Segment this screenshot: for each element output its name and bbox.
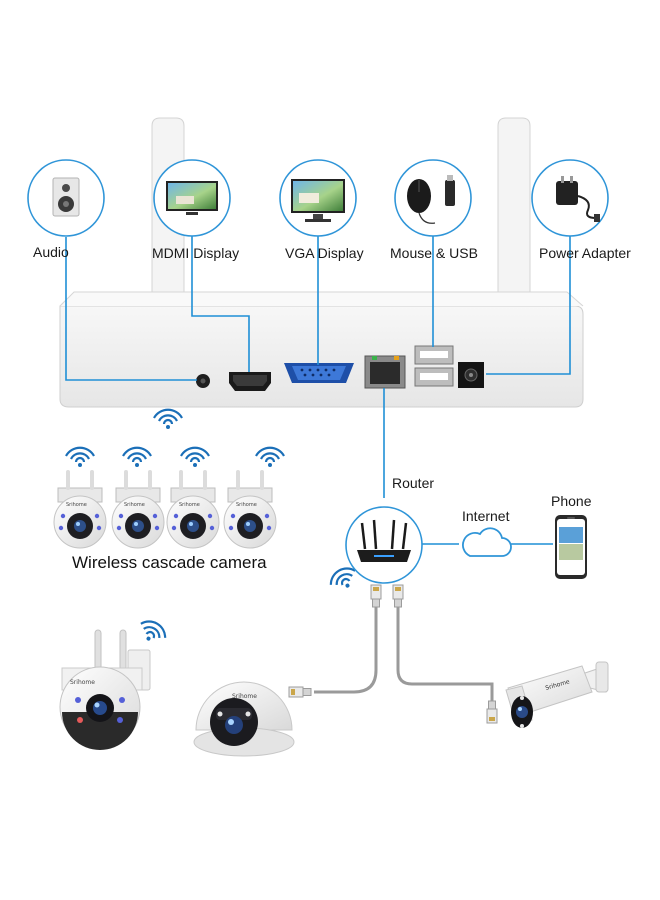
- cam3-wifi-icon: [179, 446, 211, 469]
- hdmi-line: [191, 236, 250, 372]
- svg-text:Srihome: Srihome: [232, 693, 257, 700]
- internet-cloud-icon: [462, 527, 512, 557]
- cascade-camera-3: [166, 469, 220, 549]
- rj45-plug-2: [392, 584, 404, 608]
- audio-device: [27, 159, 105, 237]
- cascade-camera-1: [53, 469, 107, 549]
- ethernet-cables: [314, 602, 494, 710]
- wireless-cascade-camera-caption: Wireless cascade camera: [72, 553, 267, 572]
- cam4-wifi-icon: [254, 446, 286, 469]
- rj45-plug-3: [288, 686, 312, 698]
- power-line: [486, 236, 571, 375]
- vga-display-device: [279, 159, 357, 237]
- bullet-camera: Srihome: [505, 661, 609, 728]
- nvr-recorder: [59, 117, 584, 408]
- cam2-wifi-icon: [121, 446, 153, 469]
- ptz-wifi-camera: Srihome: [59, 629, 151, 750]
- svg-text:Srihome: Srihome: [70, 679, 95, 686]
- hdmi-display-device: [153, 159, 231, 237]
- audio-line: [65, 237, 197, 381]
- mouse-usb-device: [394, 159, 472, 237]
- mouse-usb-label: Mouse & USB: [390, 245, 478, 261]
- cascade-cameras: [53, 469, 277, 549]
- connector-lines: [65, 236, 571, 545]
- ptz-wifi-icon: [134, 615, 171, 649]
- phone-label: Phone: [551, 493, 592, 509]
- router-device: [345, 506, 423, 584]
- router-label: Router: [392, 475, 435, 491]
- hdmi-display-label: MDMI Display: [152, 245, 240, 261]
- cam1-wifi-icon: [64, 446, 96, 469]
- power-adapter-device: [531, 159, 609, 237]
- rj45-plug-1: [370, 584, 382, 608]
- cascade-camera-4: [223, 469, 277, 549]
- dome-camera: Srihome: [193, 681, 295, 757]
- phone-device: [555, 515, 587, 579]
- audio-label: Audio: [33, 244, 69, 260]
- rj45-plugs: [288, 584, 498, 724]
- internet-label: Internet: [462, 508, 510, 524]
- power-adapter-label: Power Adapter: [539, 245, 631, 261]
- nvr-wifi-icon: [152, 408, 184, 431]
- vga-display-label: VGA Display: [285, 245, 364, 261]
- cascade-camera-2: [111, 469, 165, 549]
- rj45-plug-4: [486, 700, 498, 724]
